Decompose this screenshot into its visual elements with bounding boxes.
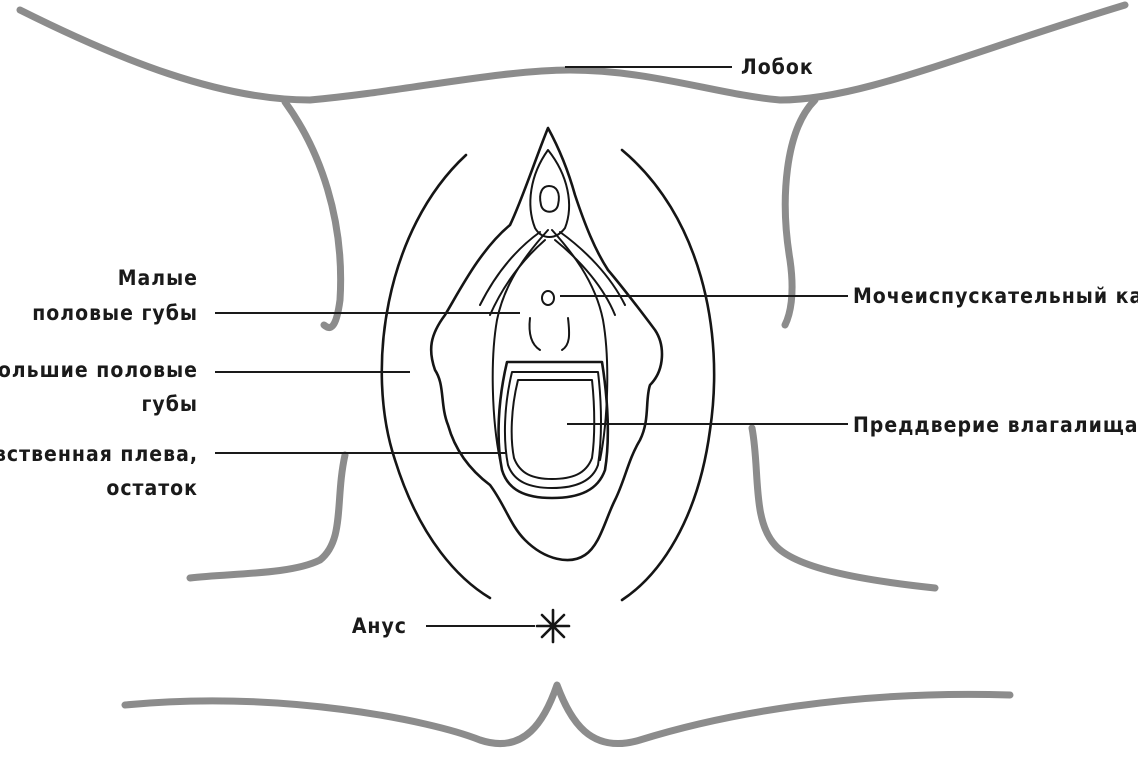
labia-minora-outer (431, 128, 662, 560)
label-vestibule: Преддверие влагалища (853, 413, 1138, 437)
labels: Лобок Малые половые губы Большие половые… (0, 55, 1138, 638)
urethra-left-fold (529, 318, 540, 350)
hymen-remnant (505, 372, 601, 488)
buttocks-curve (125, 685, 1010, 744)
labia-majora-right (622, 150, 714, 600)
clitoris (540, 186, 559, 212)
inner-fold-left (493, 230, 548, 460)
urethral-opening (542, 291, 554, 305)
left-thigh-upper (285, 102, 341, 327)
label-hymen-line2: остаток (106, 476, 198, 500)
label-mons-pubis: Лобок (741, 55, 814, 79)
right-thigh-lower (752, 428, 935, 588)
vulva-illustration (382, 128, 714, 600)
label-labia-minora-line2: половые губы (32, 301, 198, 325)
inner-fold-right (552, 230, 607, 460)
label-labia-majora-line1: Большие половые (0, 358, 198, 382)
label-hymen-line1: Девственная плева, (0, 442, 198, 466)
label-labia-minora-line1: Малые (118, 266, 198, 290)
label-urethra: Мочеиспускательный канал (853, 284, 1138, 308)
right-thigh-upper (785, 100, 815, 325)
anus-icon (537, 610, 569, 642)
urethra-right-fold (562, 318, 569, 350)
vestibule-inner (512, 380, 595, 479)
label-anus: Анус (352, 614, 407, 638)
labia-majora-left (382, 155, 490, 598)
label-labia-majora-line2: губы (142, 392, 198, 416)
upper-abdomen-curve (20, 5, 1125, 100)
left-thigh-lower (190, 455, 345, 578)
